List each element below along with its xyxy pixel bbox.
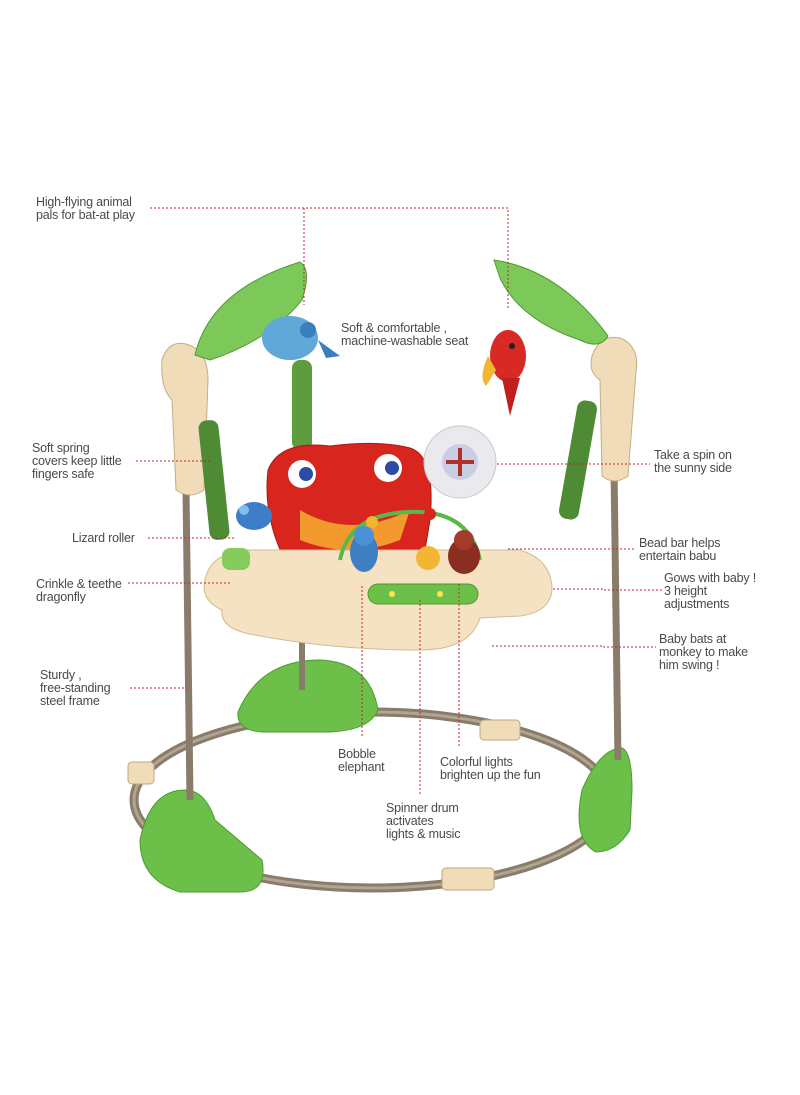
callout-high-flying: High-flying animal pals for bat-at play — [36, 195, 135, 222]
dragonfly-teether — [222, 548, 250, 570]
parrot-toy — [482, 330, 526, 416]
sun-spinner — [423, 425, 497, 499]
ring-clip — [127, 761, 155, 785]
callout-colorful: Colorful lights brighten up the fun — [440, 755, 541, 782]
callout-soft-spring: Soft spring covers keep little fingers s… — [32, 441, 122, 481]
right-foot — [578, 747, 633, 853]
callout-bobble: Bobble elephant — [338, 747, 385, 774]
monkey-toy — [448, 530, 480, 574]
lizard-roller — [236, 502, 272, 530]
bobble-elephant — [350, 526, 378, 572]
callout-baby-bats: Baby bats at monkey to make him swing ! — [659, 632, 748, 672]
left-pole-cap — [161, 342, 209, 496]
ring-clip — [441, 867, 495, 891]
callout-take-spin: Take a spin on the sunny side — [654, 448, 732, 475]
callout-bead-bar: Bead bar helps entertain babu — [639, 536, 721, 563]
front-left-foot — [139, 789, 264, 893]
ring-clip — [479, 719, 521, 741]
lion-toy — [416, 546, 440, 570]
callout-spinner: Spinner drum activates lights & music — [386, 801, 461, 841]
callout-lines — [128, 207, 662, 796]
right-leaf — [493, 259, 609, 345]
spinner-drum — [367, 583, 479, 605]
bird-toy-blue — [262, 316, 340, 360]
spring-cover-right — [559, 400, 597, 520]
callout-crinkle: Crinkle & teethe dragonfly — [36, 577, 122, 604]
right-pole — [610, 469, 622, 761]
bead — [366, 516, 378, 528]
left-leaf — [194, 261, 307, 361]
callout-sturdy: Sturdy , free-standing steel frame — [40, 668, 111, 708]
spring-cover-left — [198, 420, 230, 540]
back-center-foot — [237, 659, 379, 733]
callout-lizard-roller: Lizard roller — [72, 531, 135, 545]
right-pole-cap — [590, 336, 638, 482]
callout-soft-seat: Soft & comfortable , machine-washable se… — [341, 321, 469, 348]
bead — [424, 508, 436, 520]
spring-cover-center — [292, 360, 312, 450]
left-pole — [182, 489, 194, 801]
callout-grows: Gows with baby ! 3 height adjustments — [664, 571, 756, 611]
